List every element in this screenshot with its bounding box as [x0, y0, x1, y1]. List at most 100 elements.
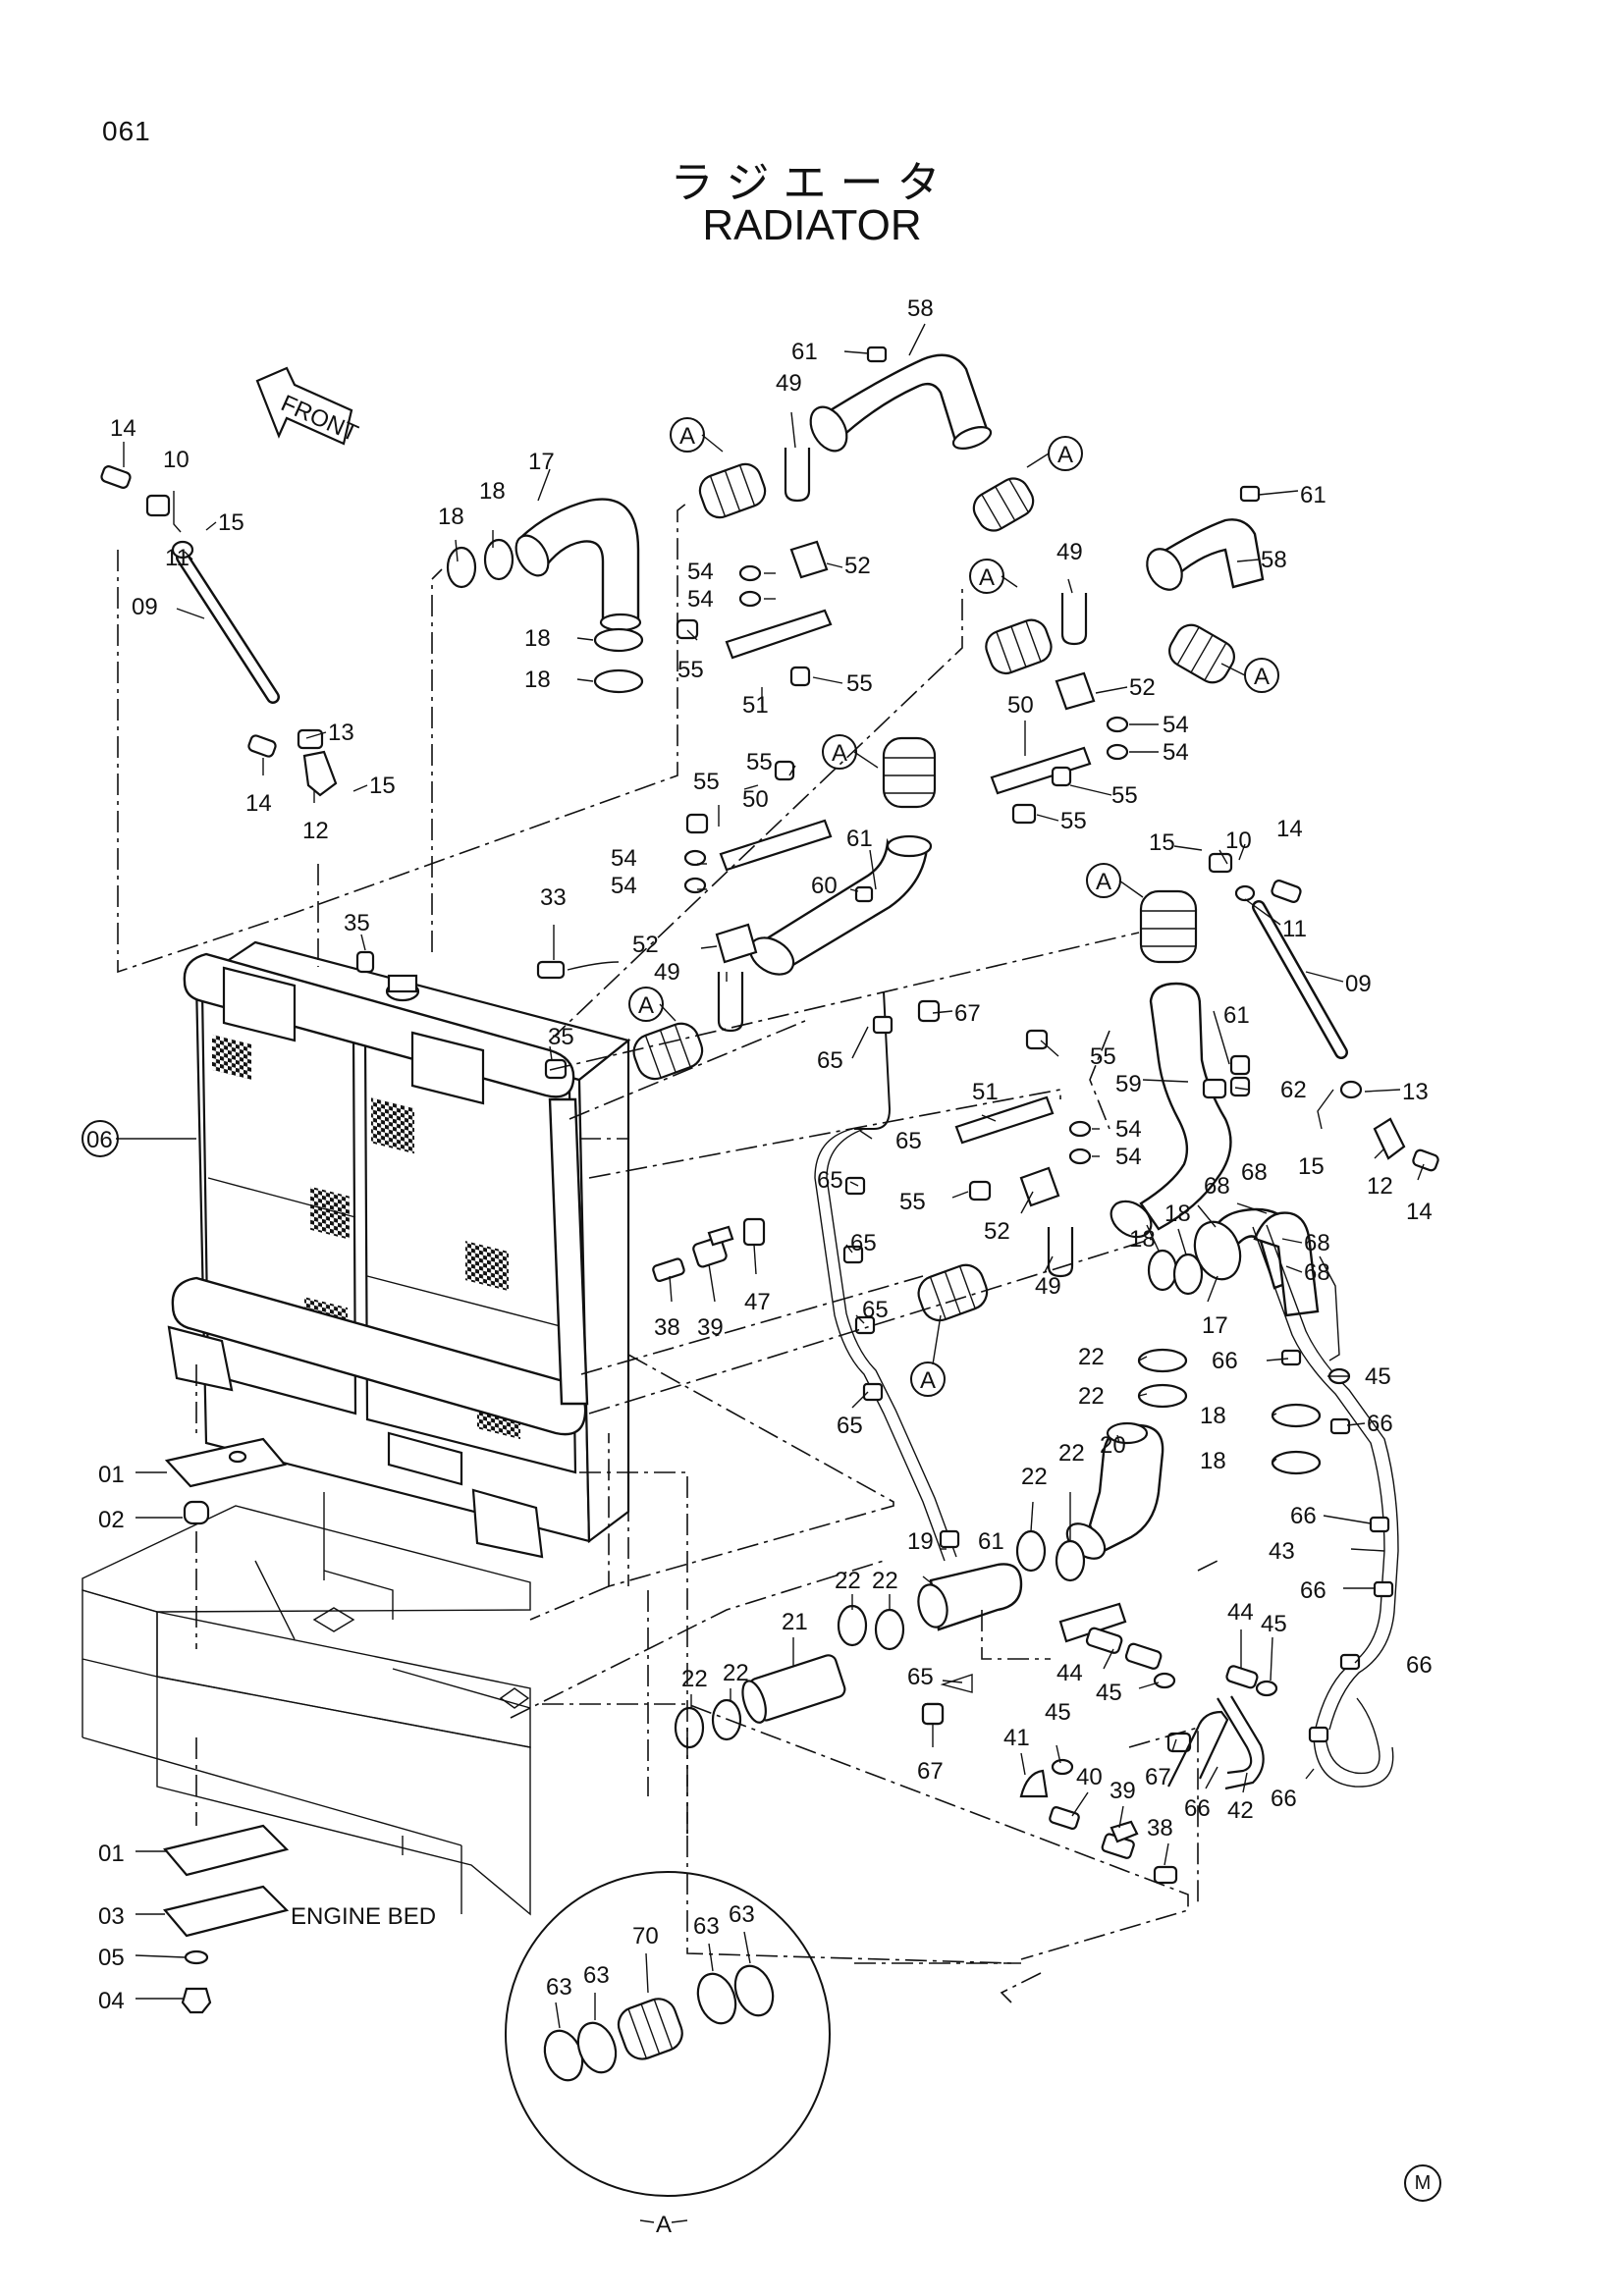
- callout-label: 55: [1090, 1043, 1116, 1070]
- callout-label: 11: [1282, 916, 1307, 942]
- callout-label: 65: [862, 1297, 889, 1323]
- callout-label: 66: [1271, 1786, 1297, 1812]
- callout-label: 67: [917, 1758, 944, 1785]
- callout-label: 49: [1035, 1273, 1061, 1300]
- engine-bed-frame: ENGINE BED: [81, 1492, 531, 1930]
- callout-label: 66: [1406, 1652, 1433, 1679]
- callout-label: 22: [1021, 1464, 1048, 1490]
- callout-label: 61: [791, 339, 818, 365]
- callout-label: 18: [479, 478, 506, 505]
- leader-lines: [116, 323, 1425, 2029]
- callout-label: 12: [302, 818, 329, 844]
- drain-cocks: [652, 1217, 766, 1282]
- callout-label: 45: [1365, 1363, 1391, 1390]
- callout-label: 10: [163, 447, 189, 473]
- corner-mark-m-icon: M: [1404, 2164, 1441, 2202]
- callout-label: 65: [907, 1664, 934, 1690]
- callout-label: 47: [744, 1289, 771, 1315]
- callout-label: 58: [907, 295, 934, 322]
- callout-label: 44: [1227, 1599, 1254, 1626]
- callout-label: 54: [687, 586, 714, 613]
- ref-a-marker: A: [1086, 863, 1121, 898]
- svg-text:06: 06: [86, 1127, 113, 1153]
- mount-parts: [163, 1364, 290, 2014]
- callout-label: 41: [1003, 1725, 1030, 1751]
- callout-label: 51: [972, 1079, 999, 1105]
- callout-label: 68: [1241, 1159, 1268, 1186]
- callout-label: 55: [1111, 782, 1138, 809]
- callout-label: 44: [1056, 1660, 1083, 1686]
- front-arrow-icon: FRONT: [255, 366, 362, 448]
- callout-label: 09: [1345, 971, 1372, 997]
- callout-label: 21: [782, 1609, 808, 1635]
- callout-label: 66: [1212, 1348, 1238, 1374]
- callout-label: 61: [846, 826, 873, 852]
- callout-label: 50: [742, 786, 769, 813]
- callout-label: 17: [528, 449, 555, 475]
- svg-text:A: A: [638, 992, 654, 1019]
- radiator-core-assembly: [167, 940, 631, 1559]
- ref-a-marker: A: [910, 1362, 946, 1397]
- callout-label: 45: [1045, 1699, 1071, 1726]
- detail-view-letter: A: [656, 2212, 672, 2238]
- svg-text:A: A: [1096, 869, 1111, 895]
- lower-radiator-hoses: [917, 889, 1340, 1362]
- callout-label: 62: [1280, 1077, 1307, 1103]
- callout-label: 22: [1058, 1440, 1085, 1467]
- callout-label: 15: [1298, 1153, 1325, 1180]
- callout-label: 65: [817, 1167, 843, 1194]
- right-upper-hoses: [683, 485, 1265, 1033]
- callout-label: 68: [1304, 1259, 1330, 1286]
- callout-circled-06: 06: [81, 1120, 119, 1157]
- callout-label: 52: [632, 932, 659, 958]
- callout-label: 49: [654, 959, 680, 986]
- ref-a-marker: A: [1048, 436, 1083, 471]
- svg-text:A: A: [679, 423, 695, 450]
- ref-a-marker: A: [822, 734, 857, 770]
- callout-label: 63: [546, 1974, 572, 2001]
- callout-label: 55: [693, 769, 720, 795]
- callout-label: 61: [1223, 1002, 1250, 1029]
- callout-label: 66: [1300, 1577, 1326, 1604]
- callout-label: 20: [1100, 1432, 1126, 1459]
- svg-text:A: A: [1254, 664, 1270, 690]
- callout-label: 65: [817, 1047, 843, 1074]
- callout-label: 65: [895, 1128, 922, 1154]
- callout-label: 40: [1076, 1764, 1103, 1790]
- callout-label: 11: [165, 545, 189, 571]
- callout-label: 54: [1115, 1144, 1142, 1170]
- callout-label: 33: [540, 884, 567, 911]
- ref-a-marker: A: [670, 417, 705, 453]
- callout-label: 17: [1202, 1312, 1228, 1339]
- callout-label: 22: [1078, 1383, 1105, 1410]
- ref-a-marker: A: [969, 559, 1004, 594]
- callout-label: 39: [1110, 1778, 1136, 1804]
- callout-label: 52: [844, 553, 871, 579]
- callout-label: 35: [344, 910, 370, 936]
- ref-markers: A A A A A A A A: [628, 417, 1279, 1397]
- callout-label: 52: [1129, 674, 1156, 701]
- callout-label: 22: [723, 1660, 749, 1686]
- overflow-pipe: [814, 990, 957, 1562]
- svg-text:A: A: [1057, 442, 1073, 468]
- callout-label: 18: [1200, 1448, 1226, 1474]
- page-number: 061: [102, 116, 151, 146]
- svg-text:A: A: [920, 1367, 936, 1394]
- callout-label: 60: [811, 873, 838, 899]
- callout-label: 55: [846, 670, 873, 697]
- callout-label: 22: [1078, 1344, 1105, 1370]
- svg-text:A: A: [832, 740, 847, 767]
- callout-label: 61: [1300, 482, 1326, 508]
- callout-label: 42: [1227, 1797, 1254, 1824]
- callout-label: 50: [1007, 692, 1034, 719]
- callout-label: 63: [583, 1962, 610, 1989]
- callout-label: 68: [1304, 1230, 1330, 1256]
- callout-label: 15: [1149, 829, 1175, 856]
- callout-label: 58: [1261, 547, 1287, 573]
- engine-bed-label: ENGINE BED: [291, 1903, 436, 1930]
- heater-hoses: [1217, 1224, 1399, 1790]
- callout-label: 19: [907, 1528, 934, 1555]
- radiator-fittings: [355, 950, 704, 1081]
- callout-label: 13: [1402, 1079, 1429, 1105]
- callout-label: 65: [850, 1230, 877, 1256]
